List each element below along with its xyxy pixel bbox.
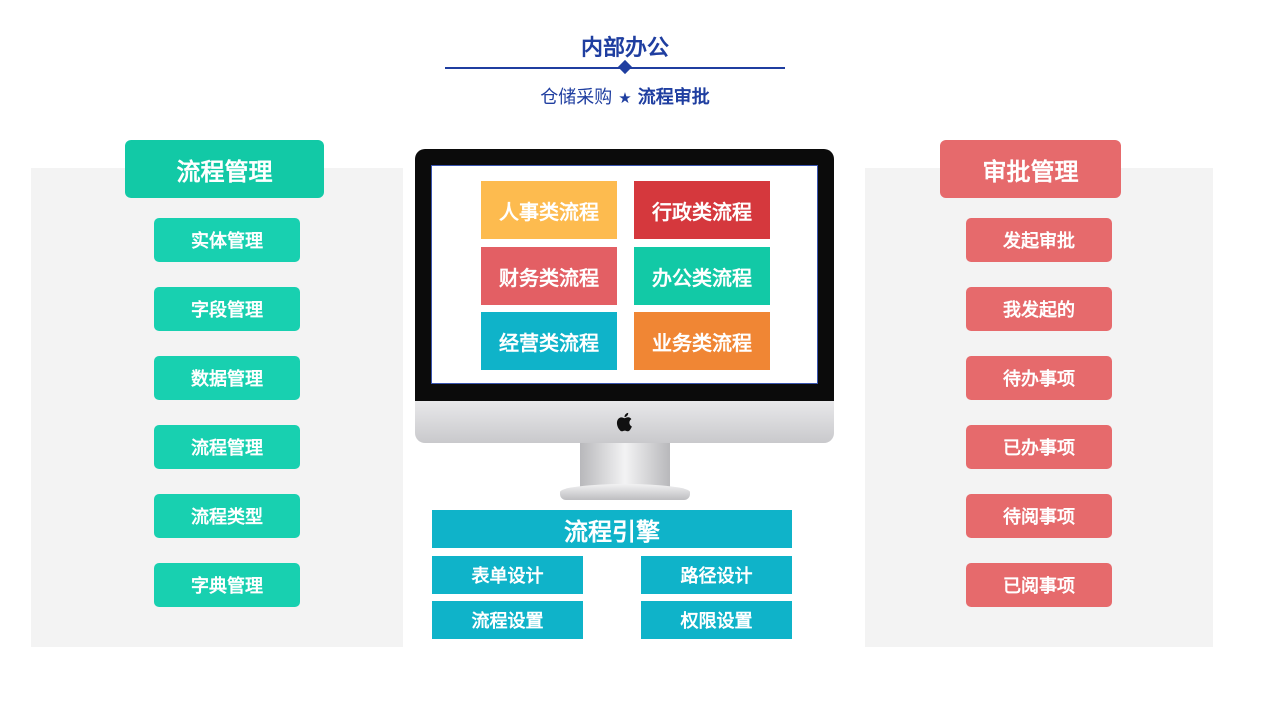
process-management-header: 流程管理 bbox=[125, 140, 324, 198]
tile-business-process[interactable]: 业务类流程 bbox=[634, 312, 770, 370]
process-engine-title: 流程引擎 bbox=[432, 510, 792, 548]
approval-management-header: 审批管理 bbox=[940, 140, 1121, 198]
left-item-data[interactable]: 数据管理 bbox=[154, 356, 300, 400]
right-item-read[interactable]: 已阅事项 bbox=[966, 563, 1112, 607]
subtitle: 仓储采购 ★ 流程审批 bbox=[440, 83, 810, 109]
apple-logo-icon bbox=[613, 410, 637, 434]
left-item-entity[interactable]: 实体管理 bbox=[154, 218, 300, 262]
right-item-my-initiated[interactable]: 我发起的 bbox=[966, 287, 1112, 331]
right-item-done[interactable]: 已办事项 bbox=[966, 425, 1112, 469]
right-item-initiate[interactable]: 发起审批 bbox=[966, 218, 1112, 262]
monitor-stand-base bbox=[560, 484, 690, 500]
engine-path-design[interactable]: 路径设计 bbox=[641, 556, 792, 594]
tile-finance-process[interactable]: 财务类流程 bbox=[481, 247, 617, 305]
left-item-process-type[interactable]: 流程类型 bbox=[154, 494, 300, 538]
left-item-dictionary[interactable]: 字典管理 bbox=[154, 563, 300, 607]
title-divider bbox=[445, 67, 785, 69]
engine-form-design[interactable]: 表单设计 bbox=[432, 556, 583, 594]
subtitle-left: 仓储采购 bbox=[540, 87, 613, 108]
tile-office-process[interactable]: 办公类流程 bbox=[634, 247, 770, 305]
tile-admin-process[interactable]: 行政类流程 bbox=[634, 181, 770, 239]
engine-permission-settings[interactable]: 权限设置 bbox=[641, 601, 792, 639]
tile-operation-process[interactable]: 经营类流程 bbox=[481, 312, 617, 370]
page-title: 内部办公 bbox=[580, 36, 669, 61]
right-item-to-read[interactable]: 待阅事项 bbox=[966, 494, 1112, 538]
subtitle-right: 流程审批 bbox=[637, 87, 710, 108]
monitor-stand-neck bbox=[580, 443, 670, 488]
right-item-todo[interactable]: 待办事项 bbox=[966, 356, 1112, 400]
star-icon: ★ bbox=[618, 89, 632, 107]
engine-process-settings[interactable]: 流程设置 bbox=[432, 601, 583, 639]
divider-diamond-icon bbox=[617, 59, 633, 75]
left-item-process[interactable]: 流程管理 bbox=[154, 425, 300, 469]
left-item-field[interactable]: 字段管理 bbox=[154, 287, 300, 331]
tile-hr-process[interactable]: 人事类流程 bbox=[481, 181, 617, 239]
